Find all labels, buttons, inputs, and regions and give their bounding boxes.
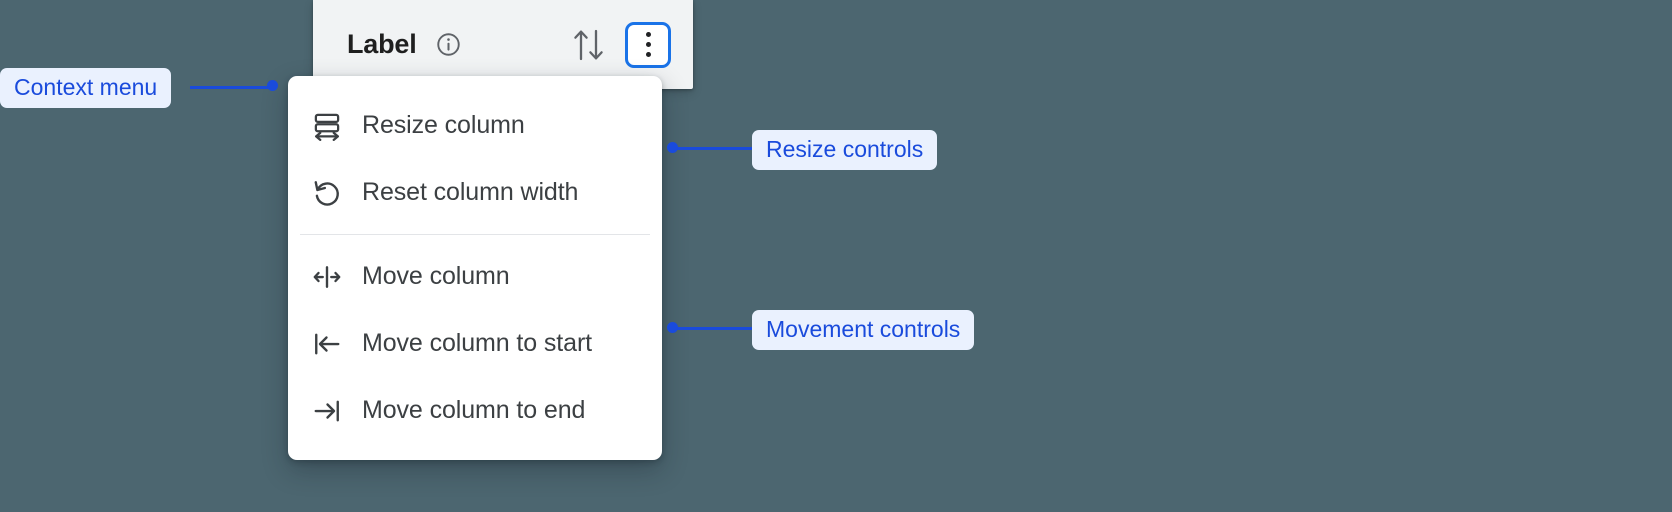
- annotation-label-movement-controls: Movement controls: [752, 310, 975, 351]
- menu-divider: [300, 234, 650, 235]
- annotation-label-resize-controls: Resize controls: [752, 130, 938, 171]
- sort-arrows-icon[interactable]: [571, 26, 607, 64]
- info-circle-icon[interactable]: [435, 31, 462, 58]
- annotation-leader-line-movement-controls: [672, 327, 756, 330]
- menu-item-label: Move column: [362, 262, 510, 290]
- menu-item-label: Move column to start: [362, 329, 593, 357]
- more-vertical-icon: [645, 32, 651, 37]
- annotation-leader-line-context-menu: [190, 86, 272, 89]
- move-to-start-icon: [310, 329, 344, 359]
- more-vertical-icon: [645, 52, 651, 57]
- menu-item-move-column[interactable]: Move column: [288, 243, 662, 310]
- annotation-anchor-dot-resize-controls: [667, 142, 678, 153]
- move-to-end-icon: [310, 396, 344, 426]
- annotation-anchor-dot-movement-controls: [667, 322, 678, 333]
- reset-width-icon: [310, 178, 344, 208]
- menu-item-label: Reset column width: [362, 178, 579, 206]
- menu-item-label: Move column to end: [362, 396, 586, 424]
- column-context-menu: Resize column Reset column width Move co…: [288, 76, 662, 460]
- menu-item-move-column-to-start[interactable]: Move column to start: [288, 310, 662, 377]
- menu-item-label: Resize column: [362, 111, 525, 139]
- annotation-anchor-dot-context-menu: [267, 80, 278, 91]
- page-title: Label: [347, 29, 417, 59]
- menu-item-reset-column-width[interactable]: Reset column width: [288, 159, 662, 226]
- column-header-card: Label: [313, 0, 693, 89]
- menu-item-move-column-to-end[interactable]: Move column to end: [288, 377, 662, 444]
- annotation-leader-line-resize-controls: [672, 147, 756, 150]
- resize-column-icon: [310, 111, 344, 141]
- column-options-button[interactable]: [625, 21, 671, 68]
- annotation-label-context-menu: Context menu: [0, 68, 172, 109]
- more-vertical-icon: [645, 42, 651, 47]
- move-column-icon: [310, 262, 344, 292]
- menu-item-resize-column[interactable]: Resize column: [288, 92, 662, 159]
